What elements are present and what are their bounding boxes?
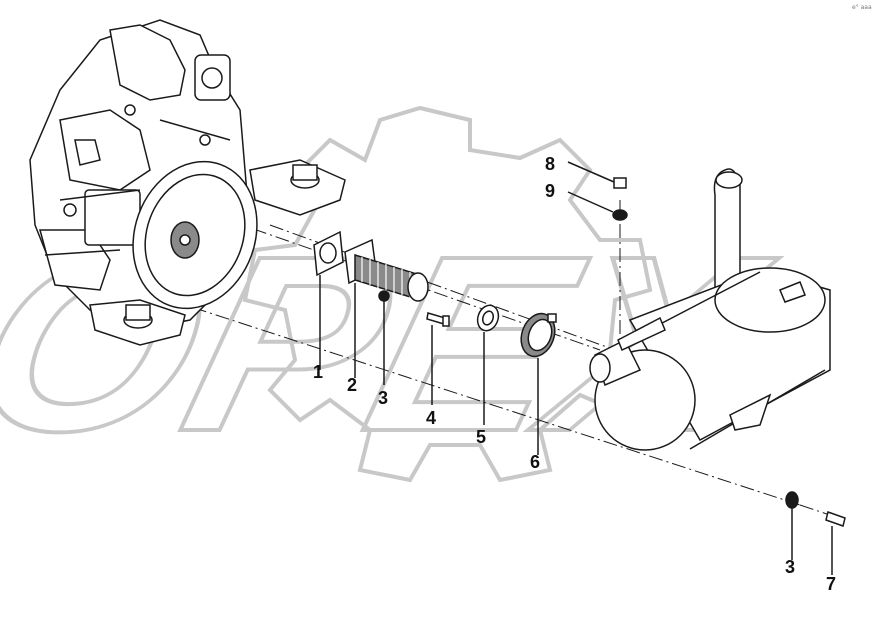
callout-3-lower: 3 xyxy=(785,557,796,577)
part-8-nut xyxy=(567,161,627,189)
part-3-washer-lower xyxy=(785,491,799,560)
muffler xyxy=(589,168,831,451)
callout-5: 5 xyxy=(476,427,487,447)
callout-6: 6 xyxy=(530,452,541,472)
part-3-bellows xyxy=(354,253,429,385)
engine-mounts xyxy=(89,159,346,346)
part-7-bolt xyxy=(825,511,846,575)
callout-7: 7 xyxy=(826,574,837,594)
part-9-washer xyxy=(567,191,628,221)
callout-1: 1 xyxy=(313,362,324,382)
part-6-clamp xyxy=(520,312,557,455)
callout-4: 4 xyxy=(426,408,437,428)
callout-3-upper: 3 xyxy=(378,388,389,408)
corner-mark: e° aaa xyxy=(852,4,872,11)
part-4-bolt xyxy=(426,312,450,405)
callout-8: 8 xyxy=(545,154,556,174)
callout-2: 2 xyxy=(347,375,358,395)
part-1-gasket xyxy=(313,230,344,370)
part-5-ring xyxy=(476,304,500,425)
callout-9: 9 xyxy=(545,181,556,201)
flywheel xyxy=(132,160,258,310)
watermark-gear xyxy=(242,105,653,483)
